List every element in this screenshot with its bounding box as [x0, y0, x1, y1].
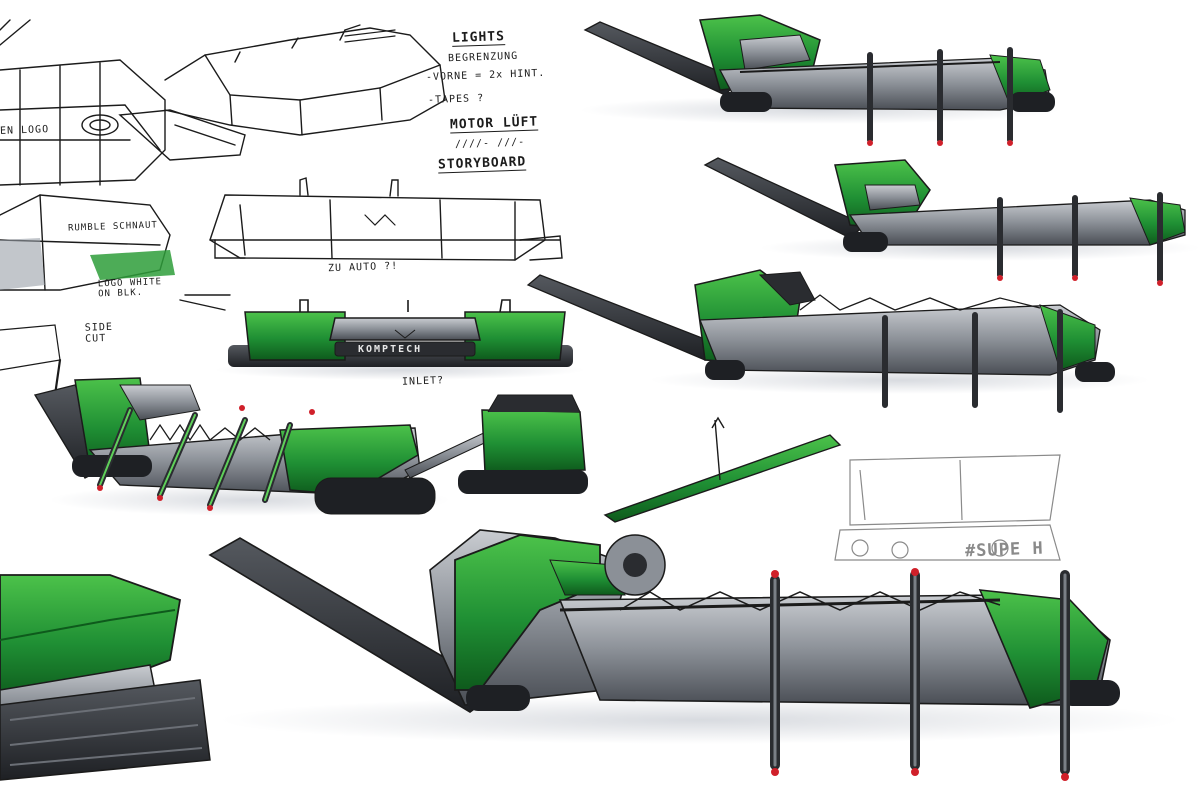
tracked-unit-small	[404, 394, 588, 494]
side-view-machine-top-right-2	[703, 157, 1200, 286]
note-logo-white: LOGO WHITE ON BLK.	[97, 277, 163, 300]
note-logo-left: EN LOGO	[0, 124, 50, 137]
green-marker-smudge	[90, 250, 175, 280]
note-inlet: INLET?	[401, 375, 445, 388]
note-storyboard: STORYBOARD	[437, 154, 527, 174]
boom-arm-sketch	[603, 416, 842, 523]
note-side-cut: SIDE CUT	[84, 321, 114, 345]
note-supe: #SUPE H	[964, 538, 1044, 562]
side-view-machine-middle-right	[526, 269, 1150, 413]
front-view-machine	[215, 299, 585, 380]
side-view-machine-top-right-1	[580, 14, 1060, 146]
side-view-machine-hero	[208, 529, 1180, 781]
side-view-machine-left	[33, 377, 450, 516]
brand-label: KOMPTECH	[358, 344, 423, 355]
note-lights: LIGHTS	[451, 29, 506, 47]
line-sketch-front-view	[209, 177, 563, 261]
grey-pencil-sketch	[834, 454, 1061, 561]
closeup-front-bottom-left	[0, 574, 211, 781]
note-motorluft: MOTOR LÜFT	[449, 114, 539, 134]
note-tapes: -TAPES ?	[427, 93, 485, 106]
